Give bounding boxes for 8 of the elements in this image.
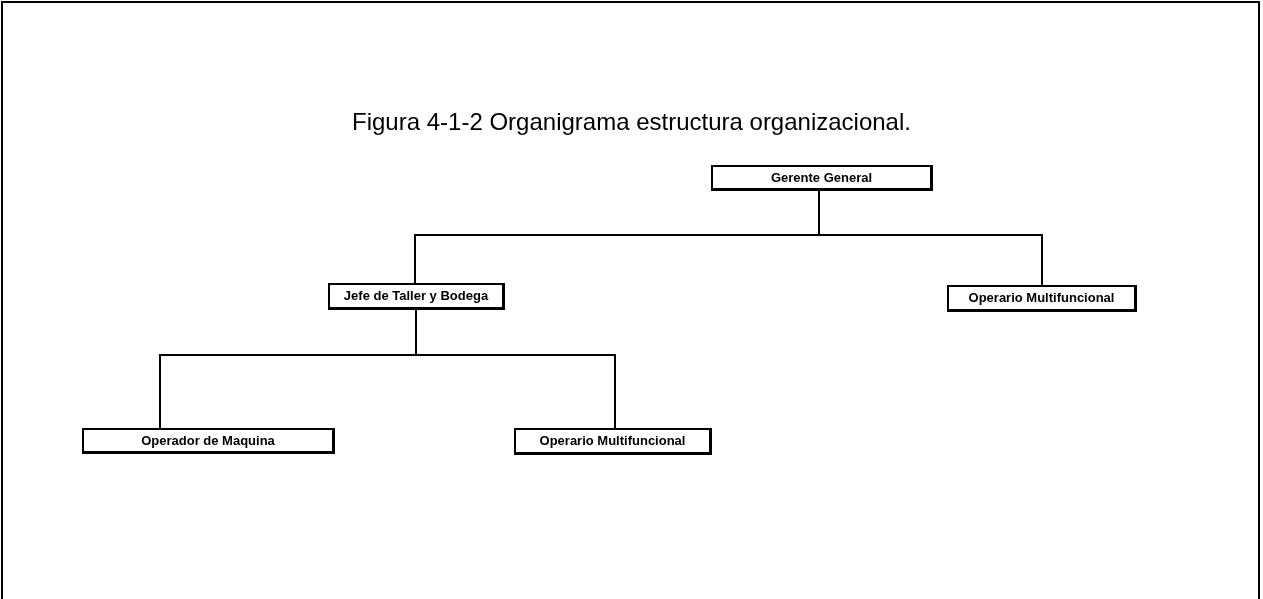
connector-line bbox=[818, 190, 1043, 286]
org-box: Gerente General bbox=[711, 165, 933, 191]
figure-title: Figura 4-1-2 Organigrama estructura organizacional. bbox=[351, 107, 912, 137]
connector-line bbox=[415, 309, 616, 429]
org-box: Operador de Maquina bbox=[82, 428, 335, 454]
org-box: Jefe de Taller y Bodega bbox=[328, 283, 505, 310]
org-box: Operario Multifuncional bbox=[514, 428, 712, 455]
org-box: Operario Multifuncional bbox=[947, 285, 1137, 312]
